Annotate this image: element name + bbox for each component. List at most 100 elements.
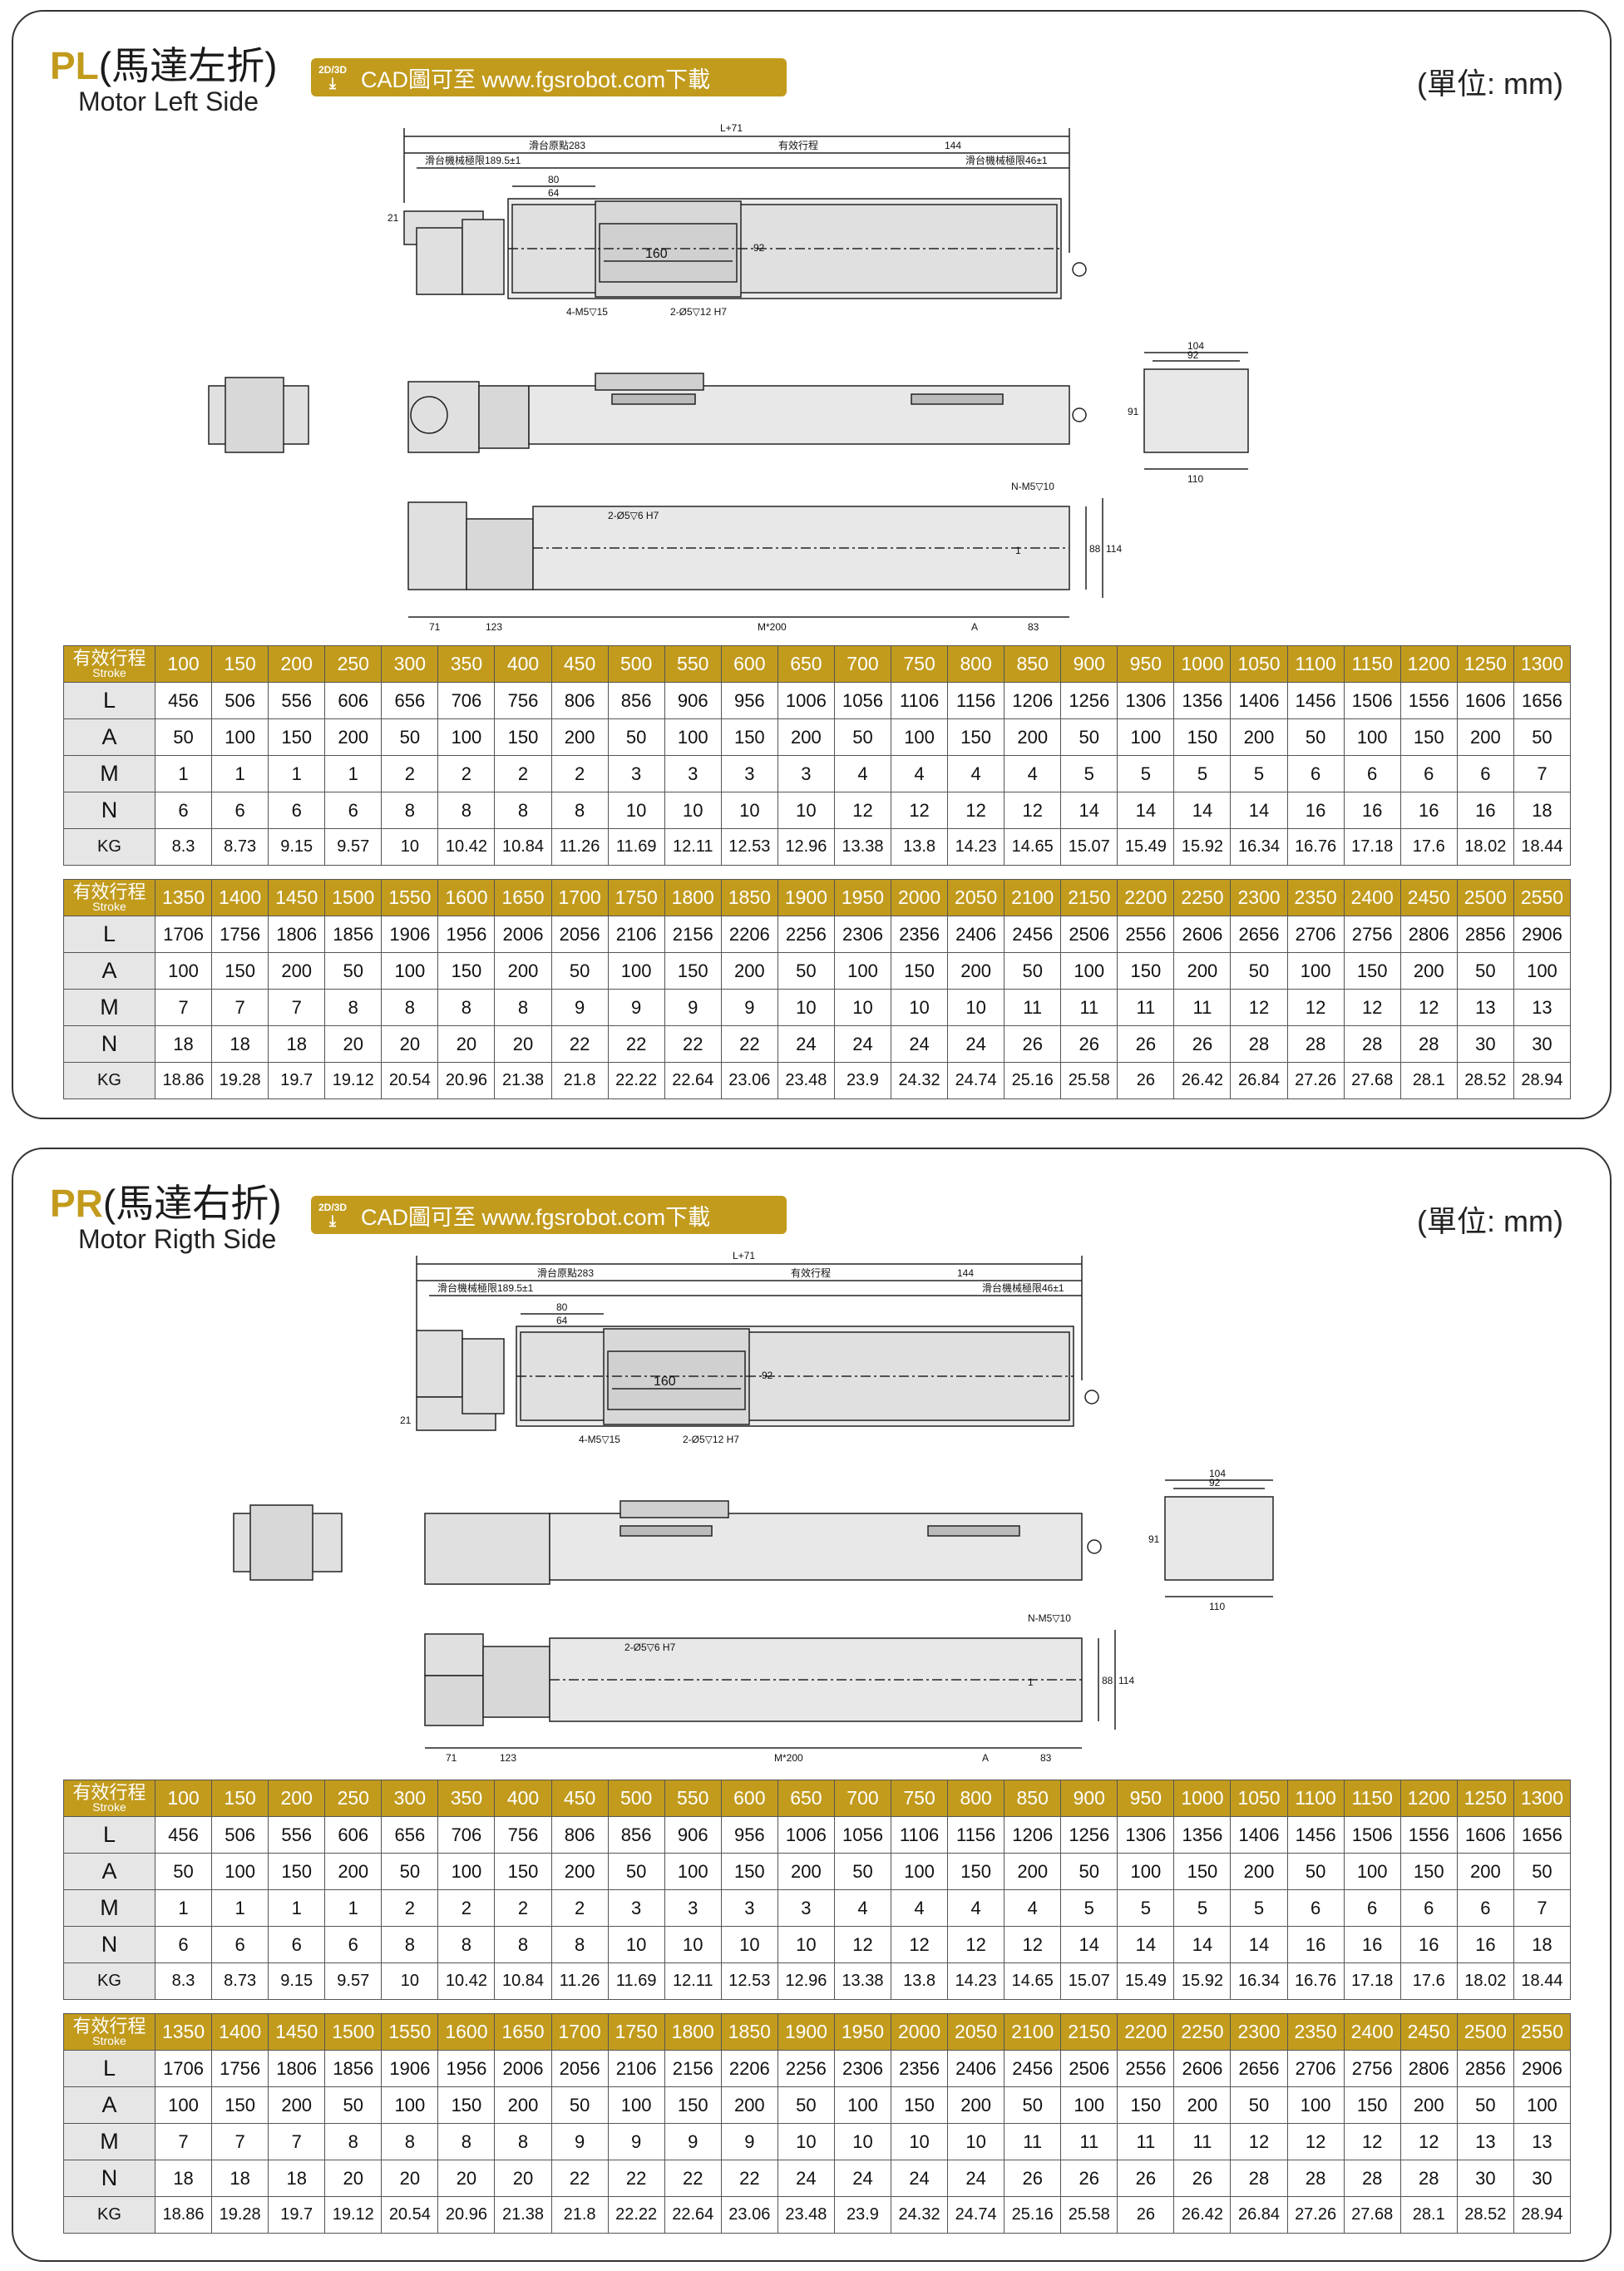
table-cell: 1756 [211,916,269,953]
table-cell: 14 [1230,792,1288,829]
table-cell: 13.38 [833,828,892,866]
label-1: 1 [1028,1676,1034,1688]
table-cell: 16 [1399,792,1458,829]
table-cell: 26.84 [1230,1062,1288,1099]
table-cell: 150 [947,1853,1005,1890]
table-cell: 50 [154,718,213,756]
label-88: 88 [1102,1675,1113,1686]
table-cell: 18.86 [154,2196,213,2234]
table-cell: 200 [1456,718,1514,756]
table-cell: 12.53 [720,1962,778,2000]
row-header-kg: KG [63,828,155,866]
table-cell: 6 [1343,755,1401,792]
table-cell: 18 [154,1025,213,1063]
cable-gland [1087,1539,1102,1554]
table-cell: 1006 [777,682,835,719]
table-cell: 9.57 [324,828,383,866]
table-cell: 10 [947,989,1005,1026]
table-cell: 9 [664,989,722,1026]
table-cell: 2856 [1456,916,1514,953]
row-header-a: A [63,2086,155,2124]
table-cell: 1 [154,755,213,792]
table-cell: 26 [1004,2160,1062,2197]
table-cell: 2306 [833,916,892,953]
table-cell: 14 [1173,792,1232,829]
section-heading: PL(馬達左折) [50,45,277,86]
table-cell: 100 [154,2086,213,2124]
label-nm5: N-M5▽10 [1028,1612,1071,1624]
table-cell: 200 [324,718,383,756]
label-144: 144 [945,140,961,151]
table-cell: 50 [324,952,383,990]
table-cell: 16.34 [1230,1962,1288,2000]
table-cell: 1900 [777,2013,835,2051]
table-cell: 24 [777,1025,835,1063]
table-cell: 20 [437,2160,496,2197]
table-cell: 550 [664,1780,722,1817]
table-cell: 650 [777,645,835,683]
table-cell: 1700 [550,2013,609,2051]
table-cell: 28.52 [1456,2196,1514,2234]
table-cell: 11.26 [550,828,609,866]
table-cell: 1950 [833,879,892,916]
table-cell: 2050 [947,2013,1005,2051]
table-cell: 100 [1286,952,1345,990]
table-cell: 28.1 [1399,1062,1458,1099]
row-header-m: M [63,989,155,1026]
table-cell: 100 [833,952,892,990]
cad-download-link[interactable]: 2D/3D⤓ CAD圖可至 www.fgsrobot.com下載 [311,1196,787,1234]
table-cell: 100 [607,952,665,990]
table-cell: 12.53 [720,828,778,866]
table-cell: 24.32 [891,1062,949,1099]
table-cell: 20 [494,2160,552,2197]
table-cell: 350 [437,1780,496,1817]
table-cell: 700 [833,1780,892,1817]
panel-motor-right: PR(馬達右折) Motor Rigth Side 2D/3D⤓ CAD圖可至 … [12,1148,1612,2262]
table-cell: 16.34 [1230,828,1288,866]
table-cell: 8.73 [211,828,269,866]
table-cell: 150 [891,2086,949,2124]
label-limit-left: 滑台機械極限189.5±1 [437,1281,534,1294]
table-cell: 21.38 [494,2196,552,2234]
table-cell: 50 [1004,2086,1062,2124]
table-cell: 2606 [1173,2050,1232,2087]
label-limit-left: 滑台機械極限189.5±1 [425,154,521,166]
table-cell: 906 [664,1816,722,1854]
table-cell: 8 [437,2123,496,2160]
table-cell: 14.23 [947,828,1005,866]
cad-download-text: CAD圖可至 www.fgsrobot.com下載 [361,1204,711,1230]
table-cell: 50 [381,1853,439,1890]
table-cell: 200 [550,1853,609,1890]
table-cell: 28 [1399,1025,1458,1063]
table-cell: 22 [720,1025,778,1063]
table-cell: 2506 [1060,916,1118,953]
table-cell: 2150 [1060,879,1118,916]
table-cell: 26 [1173,1025,1232,1063]
table-cell: 3 [720,1889,778,1927]
cad-download-link[interactable]: 2D/3D⤓ CAD圖可至 www.fgsrobot.com下載 [311,58,787,96]
table-cell: 600 [720,645,778,683]
label-114: 114 [1106,543,1122,555]
table-cell: 26 [1173,2160,1232,2197]
table-cell: 50 [777,2086,835,2124]
table-cell: 100 [211,718,269,756]
label-114: 114 [1118,1675,1134,1686]
table-cell: 9 [664,2123,722,2160]
model-code: PR [50,1182,103,1225]
table-cell: 26 [1117,1025,1175,1063]
table-cell: 26 [1117,2196,1175,2234]
table-cell: 8.3 [154,828,213,866]
table-cell: 2456 [1004,916,1062,953]
table-cell: 16 [1343,1926,1401,1963]
row-header-l: L [63,682,155,719]
table-cell: 6 [324,792,383,829]
table-cell: 100 [1343,1853,1401,1890]
table-cell: 16.76 [1286,1962,1345,2000]
motor-end-body [249,1504,313,1581]
table-cell: 1400 [211,879,269,916]
table-cell: 23.48 [777,1062,835,1099]
